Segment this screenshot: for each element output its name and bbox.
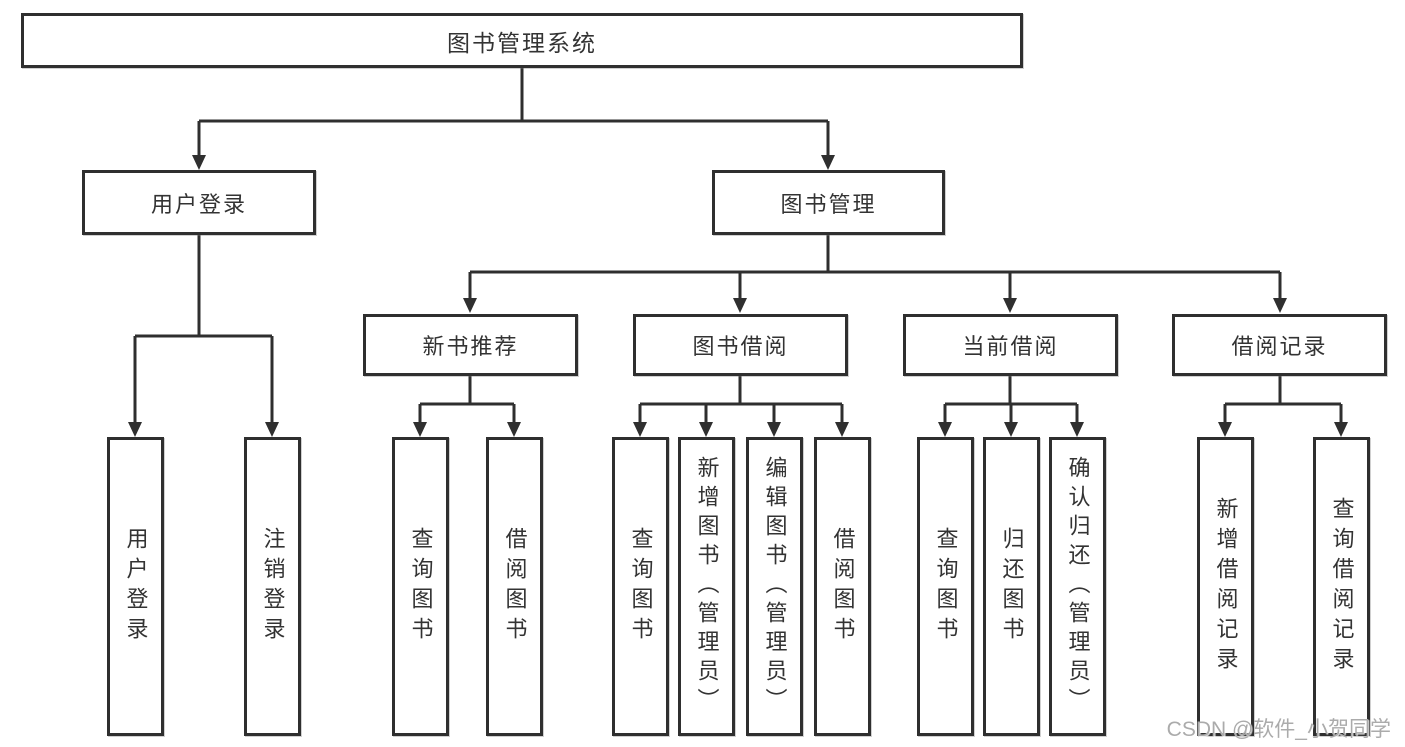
node-label: 图书借阅 <box>692 334 789 359</box>
node-book-management: 图书管理 <box>712 170 945 235</box>
node-library-management-system: 图书管理系统 <box>21 13 1023 68</box>
node-label: 图书管理系统 <box>447 29 597 56</box>
csdn-watermark: CSDN @软件_小贺同学 <box>1166 718 1391 741</box>
node-label: 新书推荐 <box>422 334 519 359</box>
node-borrowing-records: 借阅记录 <box>1172 314 1387 376</box>
node-confirm-return-admin: 确认归还（管理员） <box>1049 437 1106 736</box>
node-search-books-borrow: 查询图书 <box>612 437 669 736</box>
node-user-login: 用户登录 <box>82 170 316 235</box>
node-label: 查询图书 <box>628 526 654 647</box>
node-label: 借阅图书 <box>502 526 528 647</box>
node-return-books: 归还图书 <box>983 437 1040 736</box>
node-edit-books-admin: 编辑图书（管理员） <box>746 437 803 736</box>
node-logout-action: 注销登录 <box>244 437 301 736</box>
node-search-books-current: 查询图书 <box>917 437 974 736</box>
node-user-login-action: 用户登录 <box>107 437 164 736</box>
node-label: 用户登录 <box>150 191 247 217</box>
node-borrow-books-recommend: 借阅图书 <box>486 437 543 736</box>
node-add-books-admin: 新增图书（管理员） <box>678 437 735 736</box>
node-book-borrowing: 图书借阅 <box>633 314 848 376</box>
connector-path <box>133 68 1343 425</box>
node-label: 归还图书 <box>999 526 1025 647</box>
node-label: 新增图书（管理员） <box>694 456 720 717</box>
node-label: 注销登录 <box>260 526 286 647</box>
node-label: 确认归还（管理员） <box>1065 456 1091 717</box>
node-label: 查询图书 <box>408 526 434 647</box>
node-borrow-books: 借阅图书 <box>814 437 871 736</box>
node-label: 查询借阅记录 <box>1329 496 1355 677</box>
node-label: 当前借阅 <box>962 334 1059 359</box>
node-label: 编辑图书（管理员） <box>762 456 788 717</box>
node-search-books-recommend: 查询图书 <box>392 437 449 736</box>
node-label: 用户登录 <box>123 526 149 647</box>
node-search-borrow-record: 查询借阅记录 <box>1313 437 1370 736</box>
node-label: 查询图书 <box>933 526 959 647</box>
node-new-book-recommendation: 新书推荐 <box>363 314 578 376</box>
node-label: 图书管理 <box>780 191 877 217</box>
node-add-borrow-record: 新增借阅记录 <box>1197 437 1254 736</box>
node-label: 新增借阅记录 <box>1213 496 1239 677</box>
node-label: 借阅图书 <box>830 526 856 647</box>
node-current-borrowing: 当前借阅 <box>903 314 1118 376</box>
node-label: 借阅记录 <box>1231 334 1328 359</box>
